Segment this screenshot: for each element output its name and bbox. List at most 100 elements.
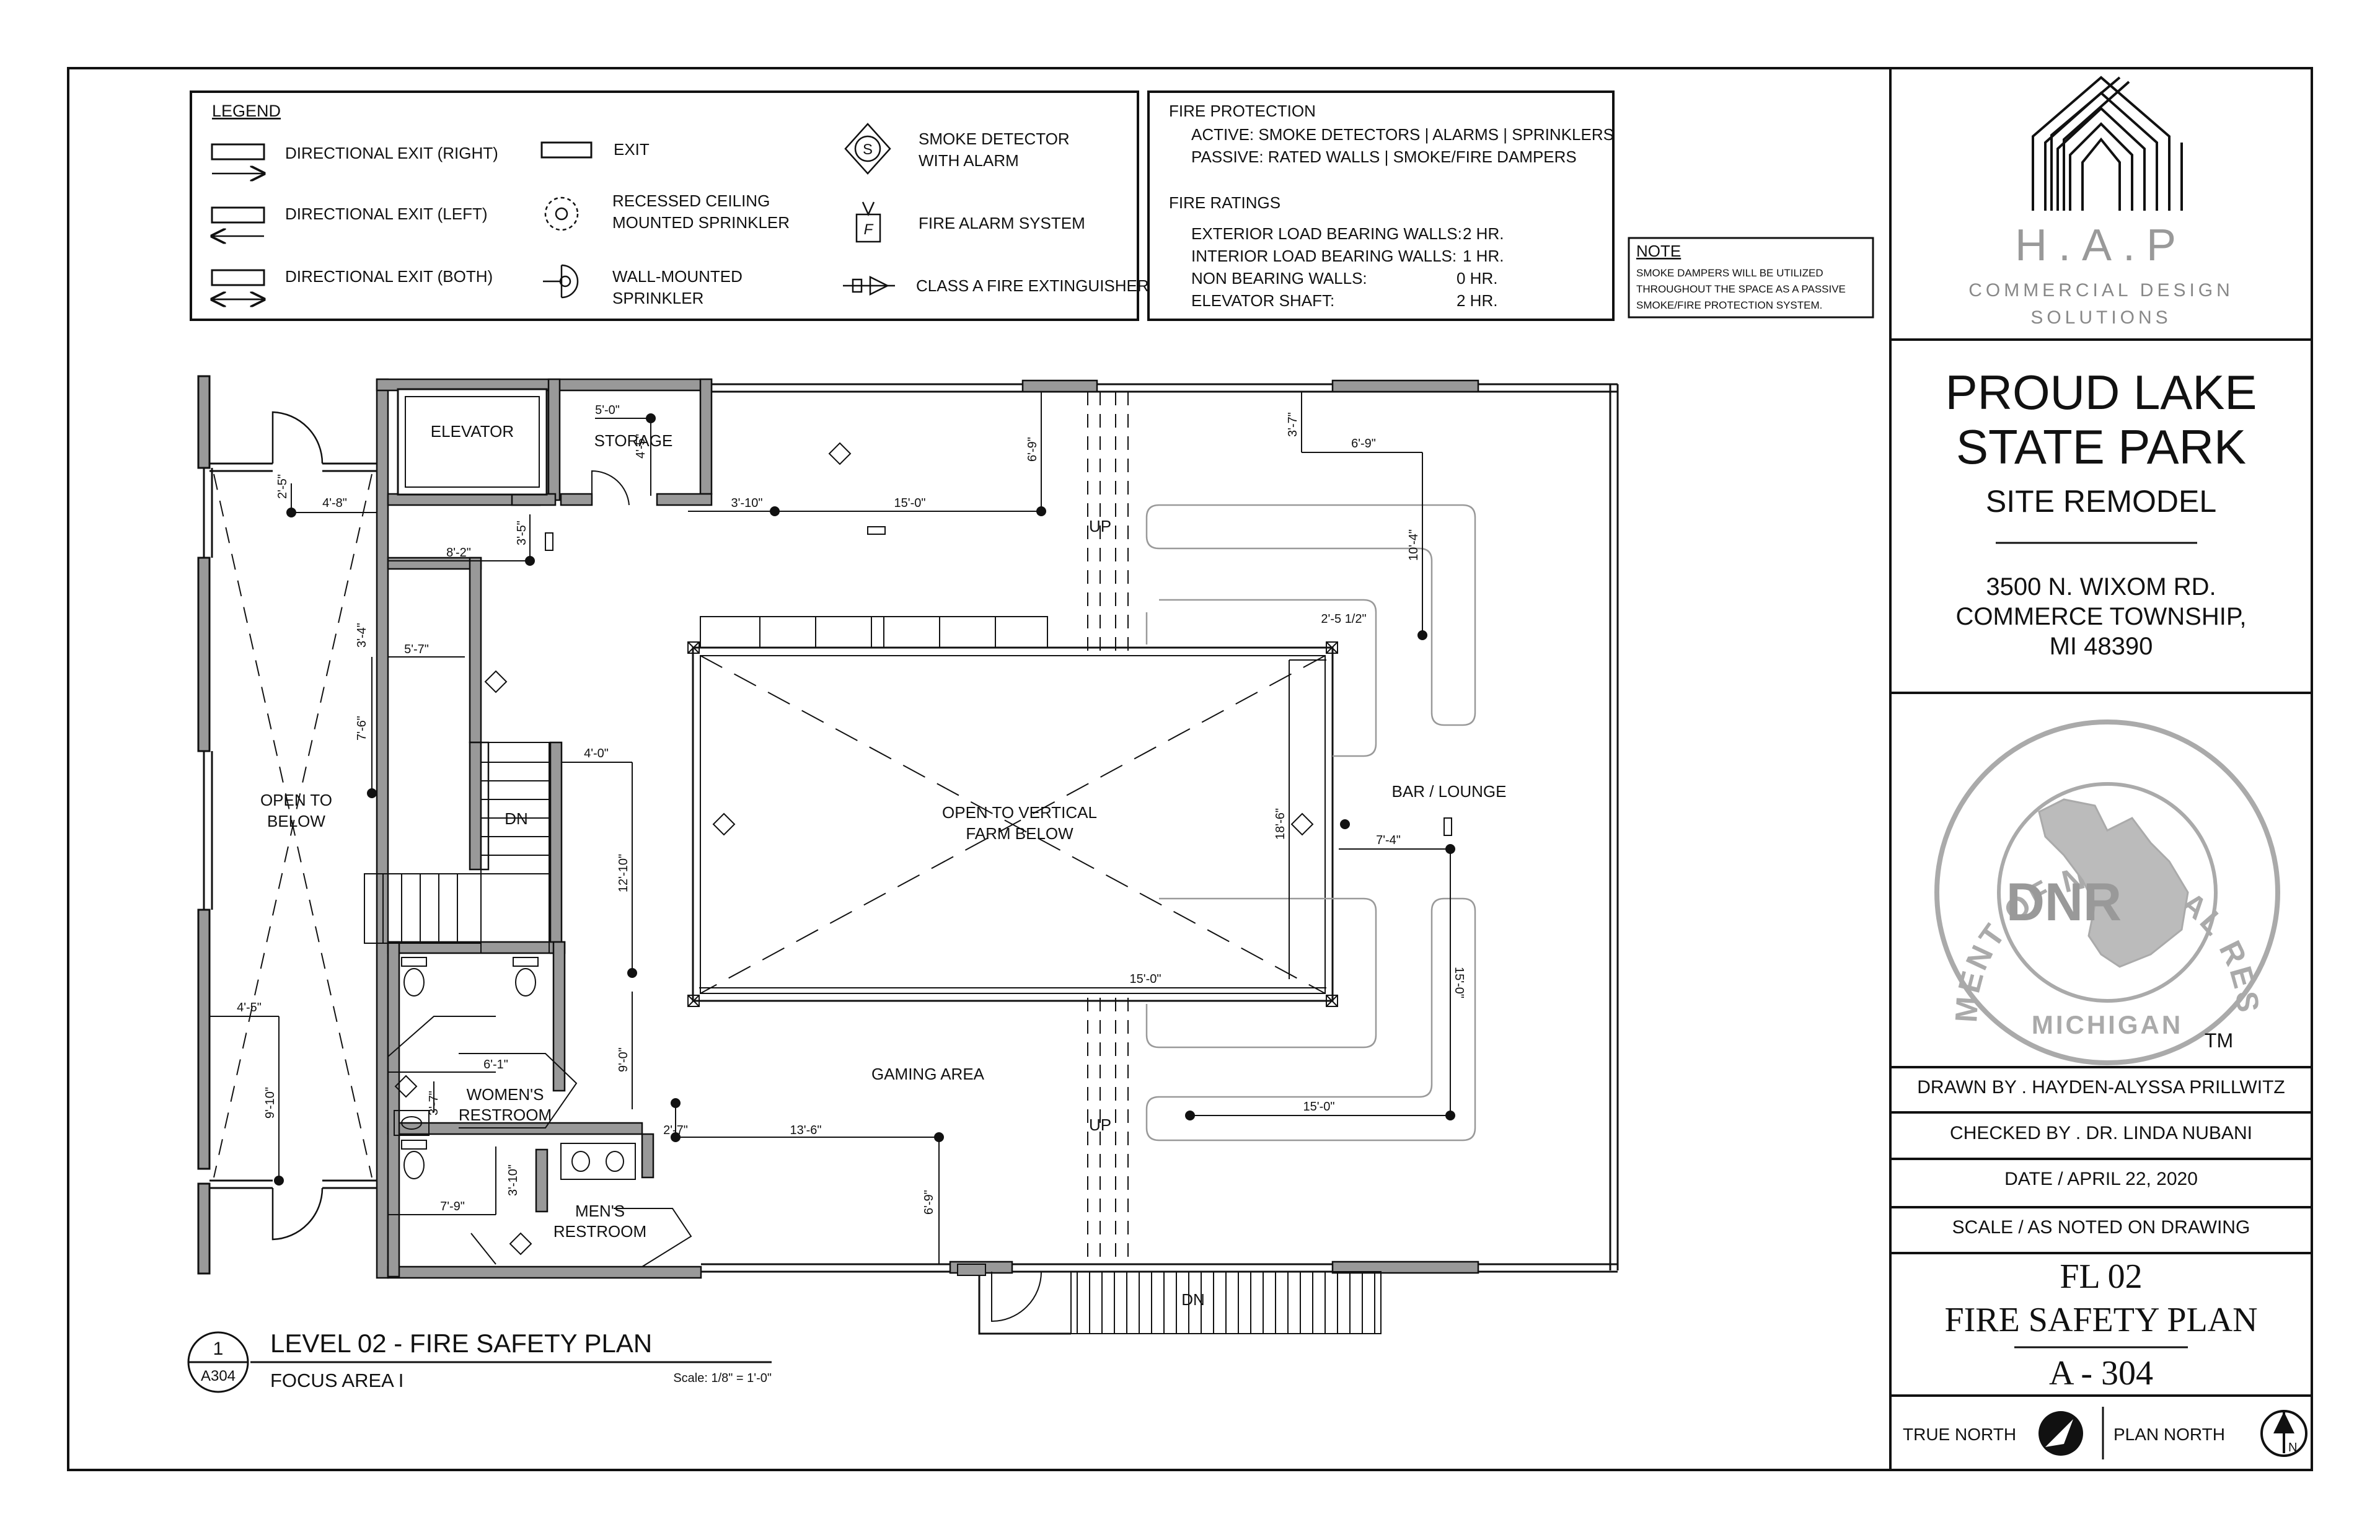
legend-recessed-2: MOUNTED SPRINKLER <box>612 213 790 232</box>
project-name-3: SITE REMODEL <box>1986 484 2216 519</box>
legend-box: LEGEND DIRECTIONAL EXIT (RIGHT) DIRECTIO… <box>190 90 1149 321</box>
dimension-label: 4'-5" <box>634 434 648 459</box>
plan-labels: ELEVATOR STORAGE OPEN TO BELOW OPEN TO V… <box>237 403 1506 1309</box>
dimension-label: 3'-7" <box>1286 412 1300 437</box>
dimension-label: 3'-7" <box>427 1091 441 1115</box>
dimension-label: 5'-7" <box>404 643 429 656</box>
dimension-points <box>274 413 1455 1186</box>
rating-label: NON BEARING WALLS: <box>1191 269 1367 288</box>
dimension-label: 4'-8" <box>322 496 347 510</box>
room-label-vertical-farm-1: OPEN TO VERTICAL <box>942 803 1097 822</box>
drawing-scale: Scale: 1/8" = 1'-0" <box>673 1371 772 1385</box>
sheet-title-1: FL 02 <box>2060 1257 2142 1296</box>
dimension-label: 3'-4" <box>355 623 369 648</box>
drawing-title: 1 A304 LEVEL 02 - FIRE SAFETY PLAN FOCUS… <box>187 1329 772 1393</box>
drawn-by: DRAWN BY . HAYDEN-ALYSSA PRILLWITZ <box>1917 1077 2285 1098</box>
note-line: SMOKE DAMPERS WILL BE UTILIZED <box>1636 267 1823 279</box>
interior-walls <box>376 378 713 1279</box>
dimension-label: 15'-0" <box>1452 967 1466 998</box>
room-label-gaming-area: GAMING AREA <box>871 1065 985 1083</box>
rating-label: EXTERIOR LOAD BEARING WALLS: <box>1191 224 1462 243</box>
fire-protection-title: FIRE PROTECTION <box>1169 102 1316 120</box>
exit-right-symbol-icon <box>211 143 264 174</box>
dimension-label: 7'-4" <box>1376 834 1401 847</box>
seal-tm: TM <box>2205 1029 2233 1052</box>
sheet-border <box>67 67 2313 1471</box>
drawing-sheet-ref: A304 <box>201 1368 236 1384</box>
dimension-label: 18'-6" <box>1274 808 1287 840</box>
firm-logo-text: H.A.P <box>2015 221 2187 270</box>
dimension-label: 6'-1" <box>483 1058 508 1071</box>
dimension-label: 6'-9" <box>1026 437 1039 462</box>
room-label-storage: STORAGE <box>594 431 673 450</box>
stair-label-dn-exterior: DN <box>1181 1290 1205 1309</box>
note-line: SMOKE/FIRE PROTECTION SYSTEM. <box>1636 299 1822 311</box>
fire-ratings-title: FIRE RATINGS <box>1169 193 1280 212</box>
room-label-mens-2: RESTROOM <box>553 1222 646 1241</box>
dimension-label: 2'-5 1/2" <box>1321 612 1366 626</box>
legend-extinguisher: CLASS A FIRE EXTINGUISHER <box>916 276 1149 295</box>
drawing-title-text: LEVEL 02 - FIRE SAFETY PLAN <box>270 1329 652 1358</box>
dimension-label: 15'-0" <box>1130 972 1161 986</box>
true-north-arrow-icon <box>2038 1411 2083 1456</box>
note-title: NOTE <box>1636 242 1681 260</box>
dimension-label: 2'-5" <box>276 474 289 499</box>
smoke-detector-icon <box>394 442 1314 1256</box>
legend-wall-2: SPRINKLER <box>612 289 703 307</box>
room-label-elevator: ELEVATOR <box>431 422 514 441</box>
hap-logo-icon <box>2032 76 2183 211</box>
date: DATE / APRIL 22, 2020 <box>2004 1169 2198 1189</box>
fire-protection-passive: PASSIVE: RATED WALLS | SMOKE/FIRE DAMPER… <box>1191 147 1577 166</box>
symbol-letter: S <box>863 141 873 158</box>
dimension-label: 3'-10" <box>506 1164 520 1196</box>
dimension-label: 10'-4" <box>1407 529 1421 561</box>
stair-label-dn: DN <box>505 809 528 828</box>
scale: SCALE / AS NOTED ON DRAWING <box>1952 1217 2250 1238</box>
rating-label: ELEVATOR SHAFT: <box>1191 291 1334 310</box>
plan-north-label: PLAN NORTH <box>2113 1425 2225 1444</box>
firm-name-1: COMMERCIAL DESIGN <box>1968 280 2234 301</box>
symbol-letter: F <box>864 221 874 238</box>
exit-both-symbol-icon <box>212 269 264 299</box>
sheet-title-2: FIRE SAFETY PLAN <box>1944 1301 2257 1339</box>
room-label-open-below-2: BELOW <box>267 812 325 830</box>
legend-smoke-1: SMOKE DETECTOR <box>919 130 1070 148</box>
rating-value: 1 HR. <box>1463 247 1504 265</box>
dimension-label: 15'-0" <box>894 496 926 510</box>
legend-wall-1: WALL-MOUNTED <box>612 267 743 286</box>
dimension-label: 4'-0" <box>584 747 609 760</box>
address-line-1: 3500 N. WIXOM RD. <box>1986 573 2216 601</box>
exit-sign-icon <box>545 526 1452 836</box>
rating-value: 2 HR. <box>1457 291 1497 310</box>
drawing-subtitle: FOCUS AREA I <box>270 1370 403 1391</box>
recessed-sprinkler-symbol-icon <box>544 196 579 231</box>
seal-bottom-text: MICHIGAN <box>2032 1010 2183 1039</box>
floor-plan <box>197 375 1619 1335</box>
restroom-fixtures <box>387 957 692 1267</box>
stair-label-up: UP <box>1089 517 1111 535</box>
fire-protection-active: ACTIVE: SMOKE DETECTORS | ALARMS | SPRIN… <box>1191 125 1614 144</box>
room-label-mens-1: MEN'S <box>575 1202 625 1220</box>
legend-fire-alarm: FIRE ALARM SYSTEM <box>919 214 1085 232</box>
legend-title: LEGEND <box>212 102 281 120</box>
legend-exit-right: DIRECTIONAL EXIT (RIGHT) <box>285 144 498 162</box>
legend-smoke-2: WITH ALARM <box>919 151 1019 170</box>
legend-exit-both: DIRECTIONAL EXIT (BOTH) <box>285 267 493 286</box>
legend-exit: EXIT <box>614 140 650 159</box>
sheet-number: A - 304 <box>2049 1354 2153 1393</box>
symbol-letter: N <box>2288 1441 2297 1454</box>
true-north-label: TRUE NORTH <box>1903 1425 2016 1444</box>
rating-label: INTERIOR LOAD BEARING WALLS: <box>1191 247 1457 265</box>
room-label-womens-2: RESTROOM <box>459 1106 552 1124</box>
address-line-2: COMMERCE TOWNSHIP, <box>1956 603 2247 630</box>
smoke-detector-symbol-icon: S <box>844 123 891 175</box>
room-label-womens-1: WOMEN'S <box>467 1085 544 1104</box>
dimension-label: 15'-0" <box>1303 1100 1335 1114</box>
fire-extinguisher-symbol-icon <box>843 275 895 296</box>
dimension-label: 6'-9" <box>1351 437 1376 451</box>
note-box: NOTE SMOKE DAMPERS WILL BE UTILIZED THRO… <box>1628 237 1874 319</box>
vertical-farm-opening <box>687 616 1338 1007</box>
bar-lounge-furniture <box>1145 504 1476 1142</box>
dimension-label: 7'-6" <box>355 716 369 741</box>
